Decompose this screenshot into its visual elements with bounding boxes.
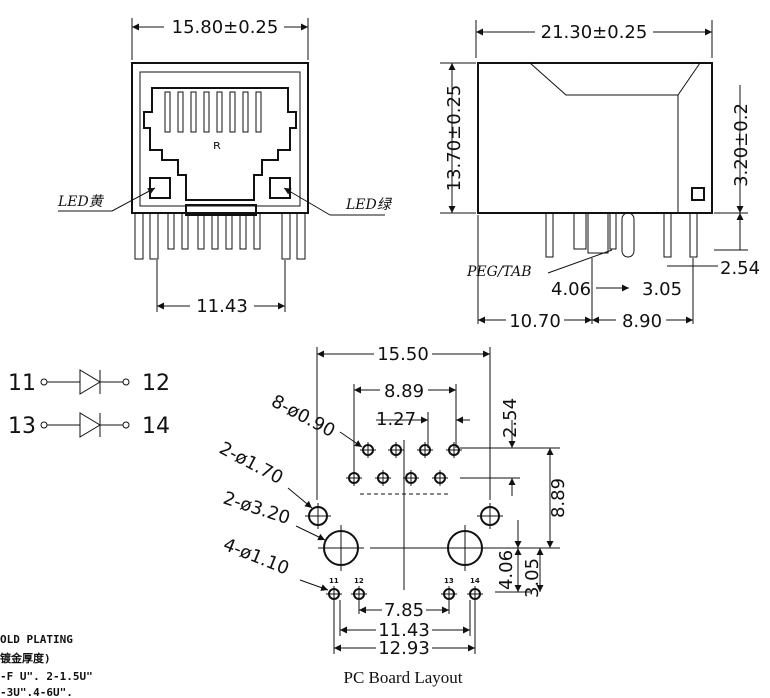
dim-v-305: 3.05: [522, 558, 543, 598]
led-window-right: [269, 177, 291, 199]
pcb-pin-14: 14: [470, 577, 480, 585]
pcb-pin-11: 11: [329, 577, 339, 585]
dim-peg-right: 3.05: [642, 279, 682, 300]
dim-side-height: 13.70±0.25: [444, 85, 465, 192]
dim-side-left: 10.70: [509, 311, 561, 332]
dim-pcb-width: 15.50: [377, 344, 429, 365]
tab-holes: [326, 586, 483, 602]
mounting-holes: [318, 525, 488, 571]
pcb-caption: PC Board Layout: [344, 668, 463, 687]
side-pins: [545, 212, 698, 258]
callout-big-holes: 2-ø3.20: [220, 488, 292, 529]
note-line-4: -3U".4-6U".: [0, 686, 73, 698]
pin-13-label: 13: [8, 414, 36, 439]
callout-tab-holes: 4-ø1.10: [220, 534, 292, 579]
note-line-2: 镀金厚度): [0, 651, 51, 665]
dim-vertical-span: 8.89: [548, 478, 569, 518]
dim-side-right: 8.90: [622, 311, 662, 332]
front-view: 15.80±0.25 ᴿ: [57, 16, 393, 317]
callout-small-holes: 8-ø0.90: [268, 391, 339, 442]
dim-signal-pitch: 8.89: [384, 381, 424, 402]
pin-14-label: 14: [142, 414, 170, 439]
note-line-3: -F U". 2-1.5U": [0, 670, 93, 683]
note-line-1: OLD PLATING: [0, 633, 73, 646]
label-led-green: LED绿: [345, 197, 393, 213]
ul-mark: ᴿ: [213, 139, 221, 160]
label-peg-tab: PEG/TAB: [466, 264, 532, 280]
signal-holes: [346, 442, 462, 486]
front-legs: [134, 212, 306, 260]
side-led-window: [691, 187, 705, 201]
led-schematic: 11 12 13 14: [8, 369, 170, 439]
dim-tab-outer: 12.93: [378, 638, 430, 659]
pin-11-label: 11: [8, 371, 36, 396]
dim-peg-left: 4.06: [551, 279, 591, 300]
led-window-left: [149, 177, 171, 199]
dim-side-offset: 3.20±0.2: [731, 103, 752, 187]
dim-pin-offset: 2.54: [720, 258, 760, 279]
dim-signal-step: 1.27: [376, 409, 416, 430]
dim-front-width: 15.80±0.25: [172, 17, 279, 38]
led-holes: [305, 503, 503, 529]
pcb-pin-12: 12: [354, 577, 364, 585]
callout-led-holes: 2-ø1.70: [216, 438, 287, 489]
pin-12-label: 12: [142, 371, 170, 396]
pc-board-layout: 15.50 8.89 1.27 2.54 8.89 4.06 3.05: [216, 344, 569, 687]
front-contacts: [164, 91, 262, 133]
side-view: 21.30±0.25 13.70±0.25 3.20±0.2 PEG/TAB: [440, 20, 760, 332]
dim-v-406: 4.06: [496, 550, 517, 590]
dim-row-offset: 2.54: [500, 398, 521, 438]
pcb-pin-13: 13: [444, 577, 454, 585]
dim-side-width: 21.30±0.25: [541, 22, 648, 43]
dim-led-pitch: 11.43: [196, 296, 248, 317]
label-led-yellow: LED黄: [57, 194, 105, 210]
dim-tab-mid: 11.43: [378, 620, 430, 641]
plating-notes: OLD PLATING 镀金厚度) -F U". 2-1.5U" -3U".4-…: [0, 633, 93, 698]
dim-tab-inner: 7.85: [384, 600, 424, 621]
